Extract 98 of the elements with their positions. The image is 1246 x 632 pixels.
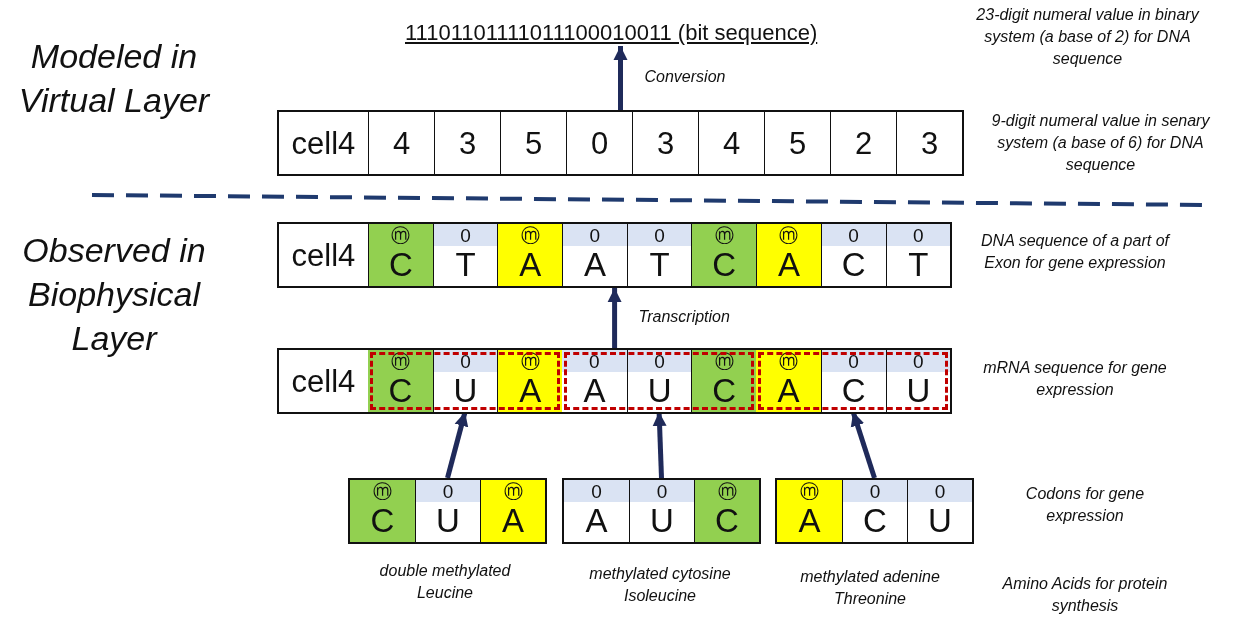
layer-title: Modeled in Virtual Layer xyxy=(17,36,211,121)
nucleotide-letter: C xyxy=(712,372,737,411)
nucleotide-letter: C xyxy=(841,372,866,411)
methylation-mark: ⓜ xyxy=(372,480,393,502)
amino-acid-label: double methylated Leucine xyxy=(378,561,512,603)
nucleotide-letter: A xyxy=(502,502,524,541)
amino-acid-label: methylated cytosine Isoleucine xyxy=(588,564,732,606)
sequence-row xyxy=(775,478,974,544)
nucleotide-cell xyxy=(432,350,498,412)
nucleotide-letter: A xyxy=(777,372,800,411)
nucleotide-letter: A xyxy=(519,246,542,285)
nucleotide-letter: U xyxy=(906,372,931,411)
methylation-mark: ⓜ xyxy=(799,480,820,502)
arrow xyxy=(607,288,622,348)
nucleotide-cell xyxy=(820,350,886,412)
row-description: 23-digit numeral value in binary system (a base of 2) for DNA sequence xyxy=(975,5,1201,69)
sequence-row xyxy=(277,348,953,414)
methylation-mark: 0 xyxy=(627,350,692,372)
methylation-mark: ⓜ xyxy=(713,224,735,246)
methylation-mark: 0 xyxy=(886,224,951,246)
nucleotide-cell xyxy=(626,350,692,412)
sequence-row xyxy=(277,222,953,288)
amino-acid-label: methylated adenine Threonine xyxy=(799,567,941,609)
methylation-mark: 0 xyxy=(843,480,907,502)
nucleotide-letter: T xyxy=(649,246,670,285)
row-description: DNA sequence of a part of Exon for gene expression xyxy=(980,231,1172,273)
nucleotide-letter: C xyxy=(370,502,395,541)
nucleotide-letter: T xyxy=(908,246,929,285)
nucleotide-letter: U xyxy=(436,502,460,541)
nucleotide-cell xyxy=(842,480,907,542)
nucleotide-cell xyxy=(691,224,757,286)
sequence-row xyxy=(348,478,547,544)
nucleotide-cell xyxy=(756,350,821,412)
methylation-mark: 0 xyxy=(886,350,951,372)
nucleotide-letter: A xyxy=(585,502,608,541)
methylation-mark: ⓜ xyxy=(716,480,738,502)
row-caption: Codons for gene expression xyxy=(1024,484,1146,526)
row-description: mRNA sequence for gene expression xyxy=(982,358,1168,400)
nucleotide-cell xyxy=(694,480,759,542)
nucleotide-letter: T xyxy=(455,246,476,285)
nucleotide-cell xyxy=(562,224,627,286)
nucleotide-cell xyxy=(350,480,415,542)
nucleotide-cell xyxy=(777,480,842,542)
methylation-mark: 0 xyxy=(562,350,627,372)
nucleotide-cell xyxy=(626,224,692,286)
nucleotide-letter: A xyxy=(798,502,821,541)
methylation-mark: 0 xyxy=(433,350,498,372)
nucleotide-cell xyxy=(432,224,498,286)
methylation-mark: ⓜ xyxy=(502,480,524,502)
bit-sequence-text: 11101101111011100010011 (bit sequence) xyxy=(405,20,818,46)
nucleotide-cell xyxy=(368,224,433,286)
nucleotide-letter: C xyxy=(712,246,737,285)
methylation-mark: 0 xyxy=(433,224,498,246)
nucleotide-letter: A xyxy=(519,372,542,411)
codon-frame xyxy=(368,350,563,412)
nucleotide-letter: U xyxy=(453,372,478,411)
methylation-mark: ⓜ xyxy=(390,224,412,246)
nucleotide-cell xyxy=(415,480,480,542)
nucleotide-cell xyxy=(907,480,972,542)
nucleotide-letter: A xyxy=(583,372,606,411)
nucleotide-letter: U xyxy=(928,502,952,541)
methylation-mark: ⓜ xyxy=(778,224,800,246)
methylation-mark: 0 xyxy=(627,224,692,246)
nucleotide-cell xyxy=(756,224,821,286)
methylation-mark: 0 xyxy=(564,480,629,502)
nucleotide-cell xyxy=(368,350,433,412)
row-caption: Amino Acids for protein synthesis xyxy=(1001,574,1169,616)
methylation-mark: 0 xyxy=(563,224,627,246)
nucleotide-letter: C xyxy=(715,502,739,541)
nucleotide-cell xyxy=(820,224,886,286)
arrow xyxy=(613,46,628,110)
codon-frame xyxy=(756,350,951,412)
nucleotide-cell xyxy=(885,350,951,412)
nucleotide-letter: A xyxy=(583,246,606,285)
methylation-mark: 0 xyxy=(821,224,886,246)
nucleotide-cell xyxy=(497,350,563,412)
nucleotide-letter: C xyxy=(388,246,413,285)
nucleotide-letter: U xyxy=(647,372,672,411)
methylation-mark: ⓜ xyxy=(519,224,541,246)
nucleotide-letter: C xyxy=(841,246,866,285)
digit-row xyxy=(277,110,964,176)
methylation-mark: 0 xyxy=(821,350,886,372)
nucleotide-letter: C xyxy=(388,372,413,411)
methylation-mark: 0 xyxy=(630,480,694,502)
sequence-row xyxy=(562,478,761,544)
row-description: 9-digit numeral value in senary system (a base of 6) for DNA sequence xyxy=(990,111,1211,175)
methylation-mark: 0 xyxy=(416,480,480,502)
methylation-mark: 0 xyxy=(908,480,972,502)
nucleotide-letter: C xyxy=(863,502,887,541)
nucleotide-letter: A xyxy=(777,246,800,285)
layer-title: Observed in Biophysical Layer xyxy=(21,230,207,359)
codon-frame xyxy=(562,350,757,412)
nucleotide-cell xyxy=(629,480,694,542)
nucleotide-cell xyxy=(480,480,545,542)
nucleotide-cell xyxy=(691,350,757,412)
nucleotide-letter: U xyxy=(650,502,674,541)
nucleotide-cell xyxy=(885,224,951,286)
nucleotide-cell xyxy=(497,224,563,286)
